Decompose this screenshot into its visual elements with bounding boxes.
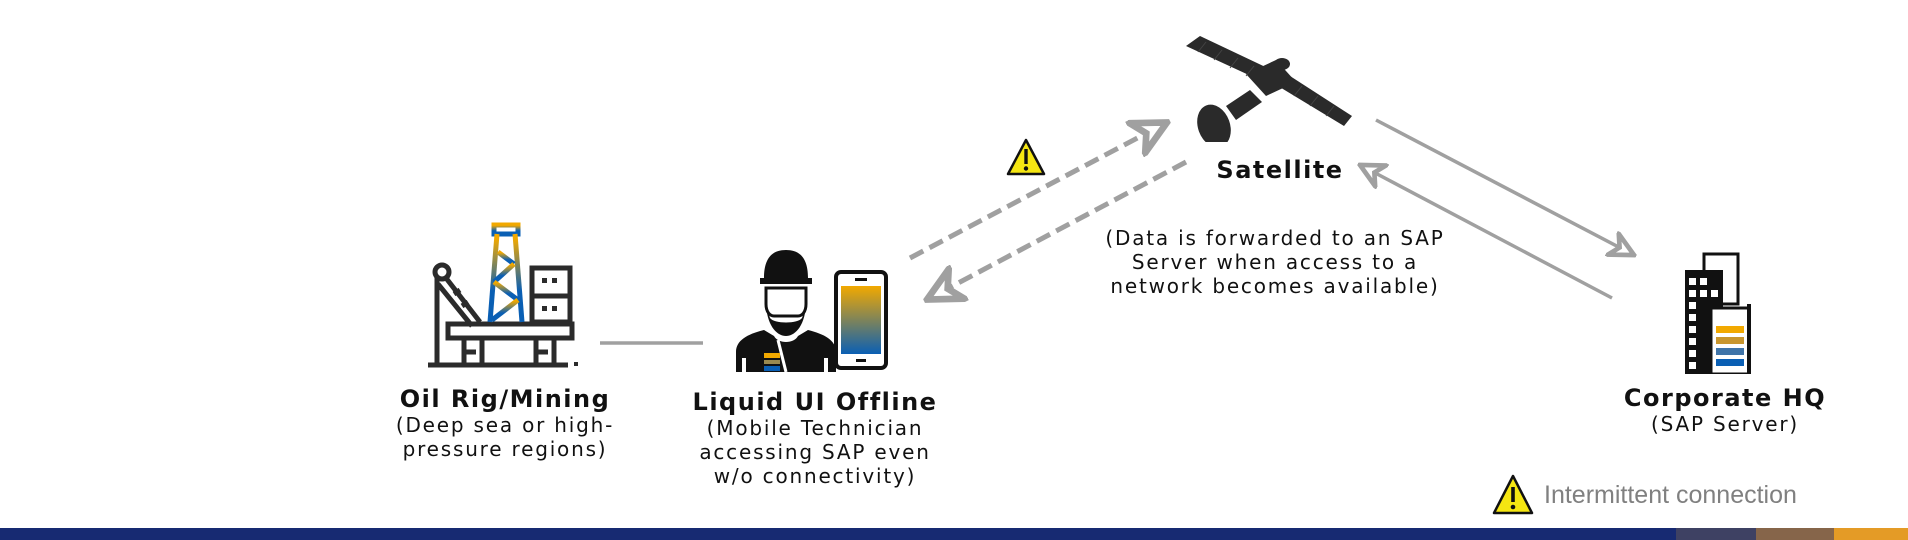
corporate-hq-title: Corporate HQ <box>1623 384 1827 412</box>
connector-hq-to-satellite <box>1362 166 1613 300</box>
corporate-hq-subtitle: (SAP Server) <box>1651 412 1799 436</box>
footer-segment-brown <box>1756 528 1834 540</box>
oil-rig-title: Oil Rig/Mining <box>399 385 611 413</box>
liquid-ui-title: Liquid UI Offline <box>692 388 938 416</box>
satellite-icon <box>1186 36 1352 142</box>
legend: Intermittent connection <box>1492 474 1797 516</box>
connector-liquidui-to-satellite <box>908 124 1164 261</box>
office-building-icon <box>1685 252 1751 374</box>
node-liquid-ui: Liquid UI Offline (Mobile Technician acc… <box>680 388 950 488</box>
footer-bar <box>0 528 1908 540</box>
legend-label: Intermittent connection <box>1544 480 1797 509</box>
footer-segment-slate <box>1676 528 1756 540</box>
oil-rig-icon <box>428 222 578 368</box>
satellite-subtitle: (Data is forwarded to an SAP Server when… <box>1105 226 1445 298</box>
footer-segment-orange <box>1834 528 1908 540</box>
node-corporate-hq: Corporate HQ (SAP Server) <box>1600 384 1850 436</box>
technician-phone-icon <box>736 250 888 372</box>
technician-icon <box>736 250 836 372</box>
liquid-ui-subtitle: (Mobile Technician accessing SAP even w/… <box>699 416 931 488</box>
node-satellite-subtitle: (Data is forwarded to an SAP Server when… <box>1085 226 1465 298</box>
node-oil-rig: Oil Rig/Mining (Deep sea or high- pressu… <box>380 385 630 461</box>
connector-satellite-to-hq <box>1375 118 1632 254</box>
node-satellite-title: Satellite <box>1180 156 1380 184</box>
satellite-title: Satellite <box>1216 156 1344 184</box>
footer-segment-navy <box>0 528 1676 540</box>
warning-icon <box>1006 138 1046 176</box>
warning-icon <box>1492 474 1534 515</box>
phone-icon <box>834 270 888 370</box>
connector-satellite-to-liquidui <box>930 159 1188 298</box>
oil-rig-subtitle: (Deep sea or high- pressure regions) <box>395 413 615 461</box>
